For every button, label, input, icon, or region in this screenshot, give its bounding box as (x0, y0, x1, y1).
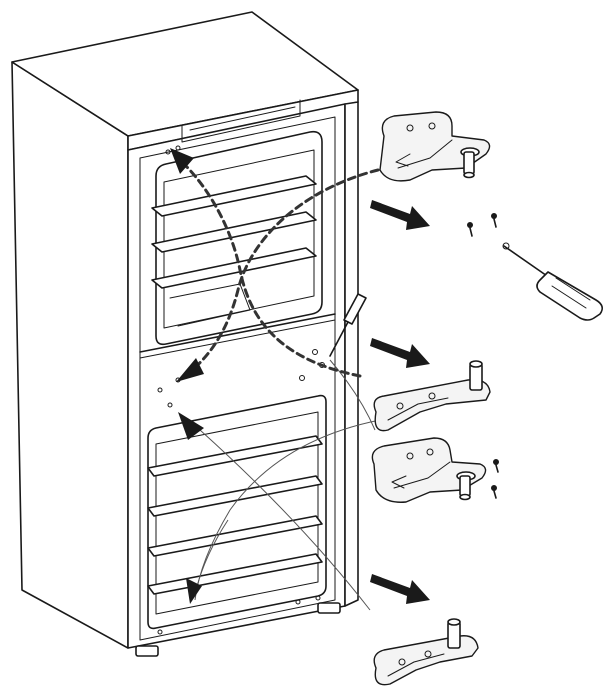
cabinet-left-side (11, 61, 129, 649)
cabinet-front (127, 103, 346, 649)
upper-hinge-bracket (379, 111, 491, 182)
lower-hinge-bracket (373, 618, 479, 686)
screw-icon-middle (491, 459, 499, 499)
hinge-holes (157, 145, 325, 635)
cabinet-right-edge (344, 101, 359, 607)
removal-arrow-icon (370, 200, 430, 604)
lower-transfer-arrows (178, 412, 229, 604)
screw-icon (467, 213, 497, 237)
middle-hinge-bracket (373, 360, 491, 432)
upper-shelves (151, 175, 317, 289)
top-recess (181, 99, 301, 143)
screwdriver-icon (502, 242, 604, 321)
transfer-arrow-icon (170, 148, 380, 382)
refrigerator-cabinet (11, 11, 359, 657)
upper-compartment (151, 130, 323, 346)
cabinet-feet (135, 602, 341, 657)
screwdriver-small-icon (329, 293, 367, 357)
middle-hinge-bracket-alt (371, 437, 487, 503)
